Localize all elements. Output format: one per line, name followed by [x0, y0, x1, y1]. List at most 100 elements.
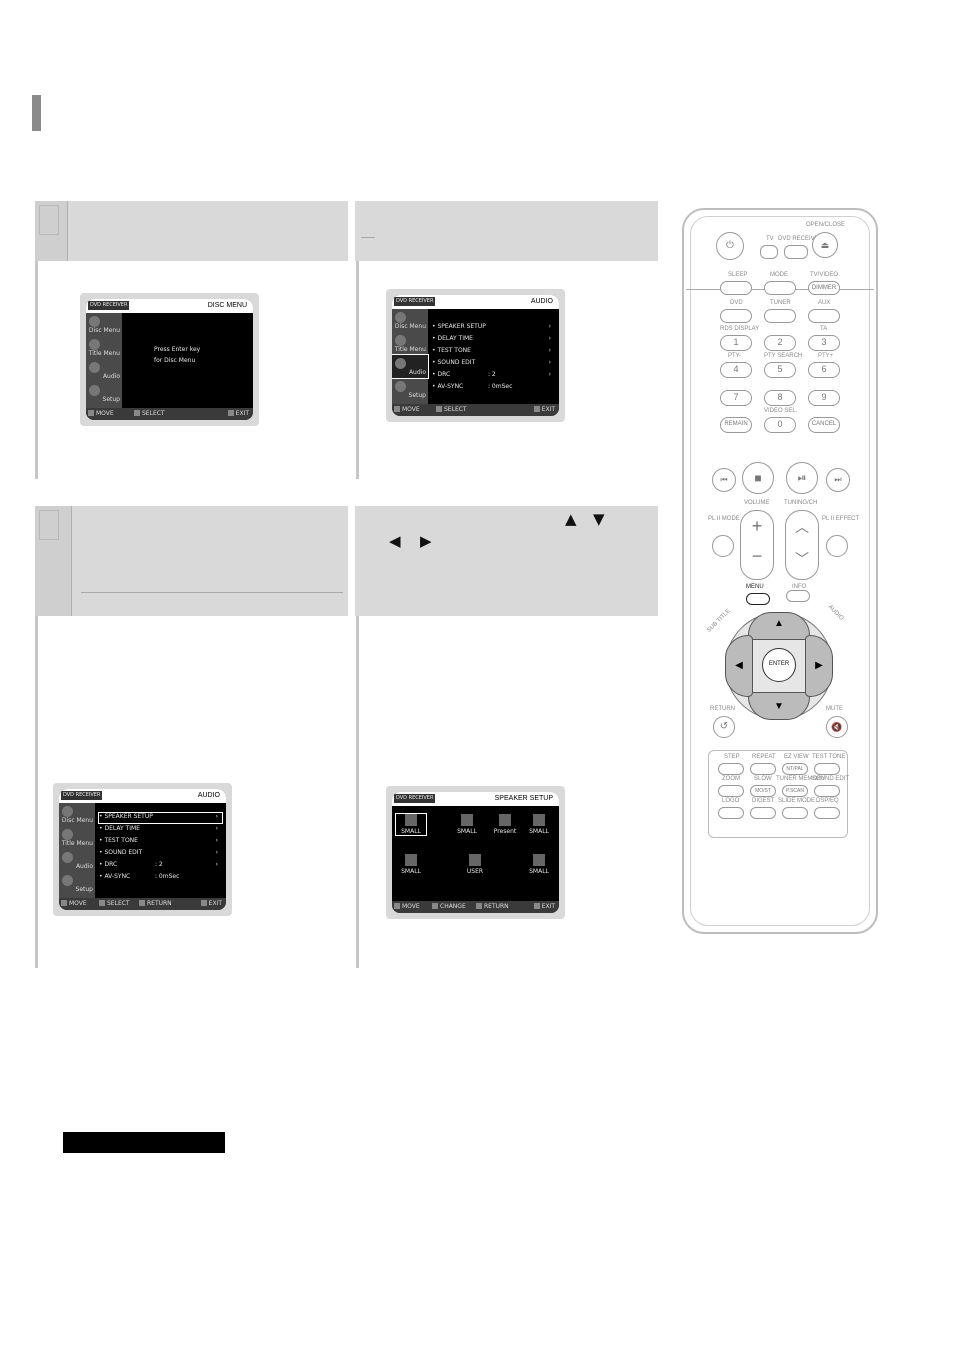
pl2-effect-button[interactable]	[826, 535, 848, 557]
power-button[interactable]: ⏻	[716, 232, 744, 260]
remain-button[interactable]: REMAIN	[720, 417, 752, 433]
digit-7-button[interactable]: 7	[720, 390, 752, 406]
test-tone-button[interactable]	[814, 763, 840, 775]
tuner-label: TUNER	[770, 300, 791, 306]
speaker-front-left[interactable]: SMALL	[395, 813, 427, 836]
stop-button[interactable]: ■	[742, 462, 774, 494]
hint-exit: EXIT	[201, 900, 222, 907]
hint-move: MOVE	[88, 410, 114, 417]
eject-button[interactable]: ⏏	[812, 232, 838, 258]
sidebar-item-audio[interactable]: Audio	[59, 849, 95, 872]
tv-button[interactable]	[760, 245, 778, 259]
skip-forward-button[interactable]: ⏭	[826, 468, 850, 492]
disc-menu-message-2: for Disc Menu	[154, 357, 196, 364]
digit-0-button[interactable]: 0	[764, 417, 796, 433]
menu-item-drc[interactable]: DRC: 2›	[99, 861, 222, 871]
mute-button[interactable]: 🔇	[826, 716, 848, 738]
repeat-button[interactable]	[750, 763, 776, 775]
volume-rocker[interactable]: +−	[740, 510, 774, 580]
return-button[interactable]: ↺	[713, 716, 735, 738]
dvd-receiver-button[interactable]	[784, 245, 808, 259]
aux-button[interactable]	[808, 309, 840, 323]
dimmer-button[interactable]: DIMMER	[808, 281, 840, 295]
tv-screen-audio-speaker-select: DVD RECEIVER AUDIO Disc Menu Title Menu …	[53, 783, 232, 916]
left-arrow-icon: ◀	[389, 532, 401, 550]
sidebar-item-title-menu[interactable]: Title Menu	[59, 826, 95, 849]
menu-item-sound-edit[interactable]: SOUND EDIT›	[432, 359, 555, 369]
menu-item-delay-time[interactable]: DELAY TIME›	[99, 825, 222, 835]
digit-1-button[interactable]: 1	[720, 335, 752, 351]
menu-item-test-tone[interactable]: TEST TONE›	[432, 347, 555, 357]
dsp-eq-button[interactable]	[814, 807, 840, 819]
digest-label: DIGEST	[752, 798, 775, 804]
sidebar-item-disc-menu[interactable]: Disc Menu	[59, 803, 95, 826]
ntsc-pal-button[interactable]: NT/PAL	[782, 763, 808, 775]
menu-item-sound-edit[interactable]: SOUND EDIT›	[99, 849, 222, 859]
digit-8-button[interactable]: 8	[764, 390, 796, 406]
sidebar-item-title-menu[interactable]: Title Menu	[86, 336, 122, 359]
slide-mode-button[interactable]	[782, 807, 808, 819]
sidebar-item-setup[interactable]: Setup	[86, 382, 122, 405]
speaker-subwoofer[interactable]: Present	[490, 814, 520, 835]
sidebar-item-audio[interactable]: Audio	[392, 354, 429, 379]
sidebar-item-setup[interactable]: Setup	[392, 378, 428, 401]
menu-sidebar: Disc Menu Title Menu Audio Setup	[86, 313, 122, 408]
ez-view-label: EZ VIEW	[784, 754, 809, 760]
sidebar-item-disc-menu[interactable]: Disc Menu	[86, 313, 122, 336]
menu-item-delay-time[interactable]: DELAY TIME›	[432, 335, 555, 345]
speaker-icon	[405, 814, 417, 826]
dpad-down-button[interactable]: ▼	[748, 692, 810, 720]
pl2-mode-button[interactable]	[712, 535, 734, 557]
p-scan-button[interactable]: P.SCAN	[782, 785, 808, 797]
aux-label: AUX	[818, 300, 831, 306]
dvd-button[interactable]	[720, 309, 752, 323]
sleep-button[interactable]	[720, 281, 752, 295]
mode-button[interactable]	[764, 281, 796, 295]
menu-item-av-sync[interactable]: AV-SYNC: 0mSec	[432, 383, 555, 393]
slide-mode-label: SLIDE MODE	[778, 798, 816, 804]
dpad-left-button[interactable]: ◀	[725, 635, 753, 697]
digit-6-button[interactable]: 6	[808, 362, 840, 378]
menu-item-speaker-setup[interactable]: SPEAKER SETUP›	[432, 323, 555, 333]
hint-select: SELECT	[99, 900, 130, 907]
digest-button[interactable]	[750, 807, 776, 819]
skip-back-button[interactable]: ⏮	[712, 468, 736, 492]
speaker-surround-right[interactable]: SMALL	[524, 854, 554, 875]
play-pause-button[interactable]: ⏯	[786, 462, 818, 494]
sidebar-item-setup[interactable]: Setup	[59, 872, 95, 895]
zoom-button[interactable]	[718, 785, 744, 797]
menu-item-av-sync[interactable]: AV-SYNC: 0mSec	[99, 873, 222, 883]
step-3-rule	[35, 616, 38, 968]
dpad-up-button[interactable]: ▲	[748, 612, 810, 640]
tuner-memory-label: TUNER MEMORY	[776, 776, 826, 782]
digit-2-button[interactable]: 2	[764, 335, 796, 351]
logo-button[interactable]	[718, 807, 744, 819]
menu-item-drc[interactable]: DRC: 2›	[432, 371, 555, 381]
sidebar-item-disc-menu[interactable]: Disc Menu	[392, 309, 428, 332]
pty-minus-label: PTY-	[728, 353, 742, 359]
step-button[interactable]	[718, 763, 744, 775]
info-label: INFO	[792, 584, 807, 590]
digit-5-button[interactable]: 5	[764, 362, 796, 378]
menu-item-speaker-setup[interactable]: SPEAKER SETUP›	[98, 812, 223, 824]
cancel-button[interactable]: CANCEL	[808, 417, 840, 433]
tuner-button[interactable]	[764, 309, 796, 323]
tuning-rocker[interactable]: ︿﹀	[785, 510, 819, 580]
speaker-front-right[interactable]: SMALL	[524, 814, 554, 835]
digit-3-button[interactable]: 3	[808, 335, 840, 351]
hint-exit: EXIT	[534, 903, 555, 910]
menu-item-test-tone[interactable]: TEST TONE›	[99, 837, 222, 847]
speaker-surround-left[interactable]: SMALL	[396, 854, 426, 875]
step-2-rule	[356, 261, 359, 479]
digit-9-button[interactable]: 9	[808, 390, 840, 406]
digit-4-button[interactable]: 4	[720, 362, 752, 378]
enter-button[interactable]: ENTER	[762, 648, 796, 682]
sidebar-item-title-menu[interactable]: Title Menu	[392, 332, 428, 355]
sound-edit-button[interactable]	[814, 785, 840, 797]
mo-st-button[interactable]: MO/ST	[750, 785, 776, 797]
speaker-center[interactable]: SMALL	[452, 814, 482, 835]
sidebar-item-audio[interactable]: Audio	[86, 359, 122, 382]
info-button[interactable]	[786, 590, 810, 602]
dpad-right-button[interactable]: ▶	[805, 635, 833, 697]
menu-button[interactable]	[746, 593, 770, 605]
